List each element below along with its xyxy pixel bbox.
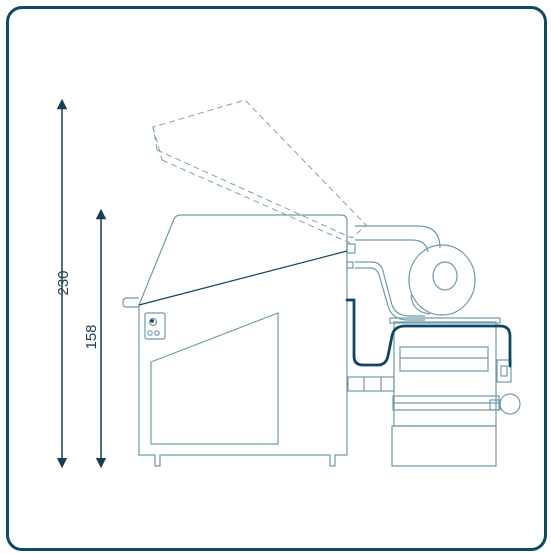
pump-cart	[347, 317, 521, 467]
overall-height-label: 230	[55, 270, 72, 295]
pump-coil	[408, 244, 476, 316]
vacuum-hose	[355, 225, 441, 321]
power-cable	[345, 298, 512, 368]
control-knob-icon	[150, 319, 154, 323]
machine-body	[122, 214, 356, 467]
machine-height-label: 158	[83, 324, 100, 349]
lid-seam	[138, 250, 348, 306]
open-lid-outline	[152, 99, 367, 244]
